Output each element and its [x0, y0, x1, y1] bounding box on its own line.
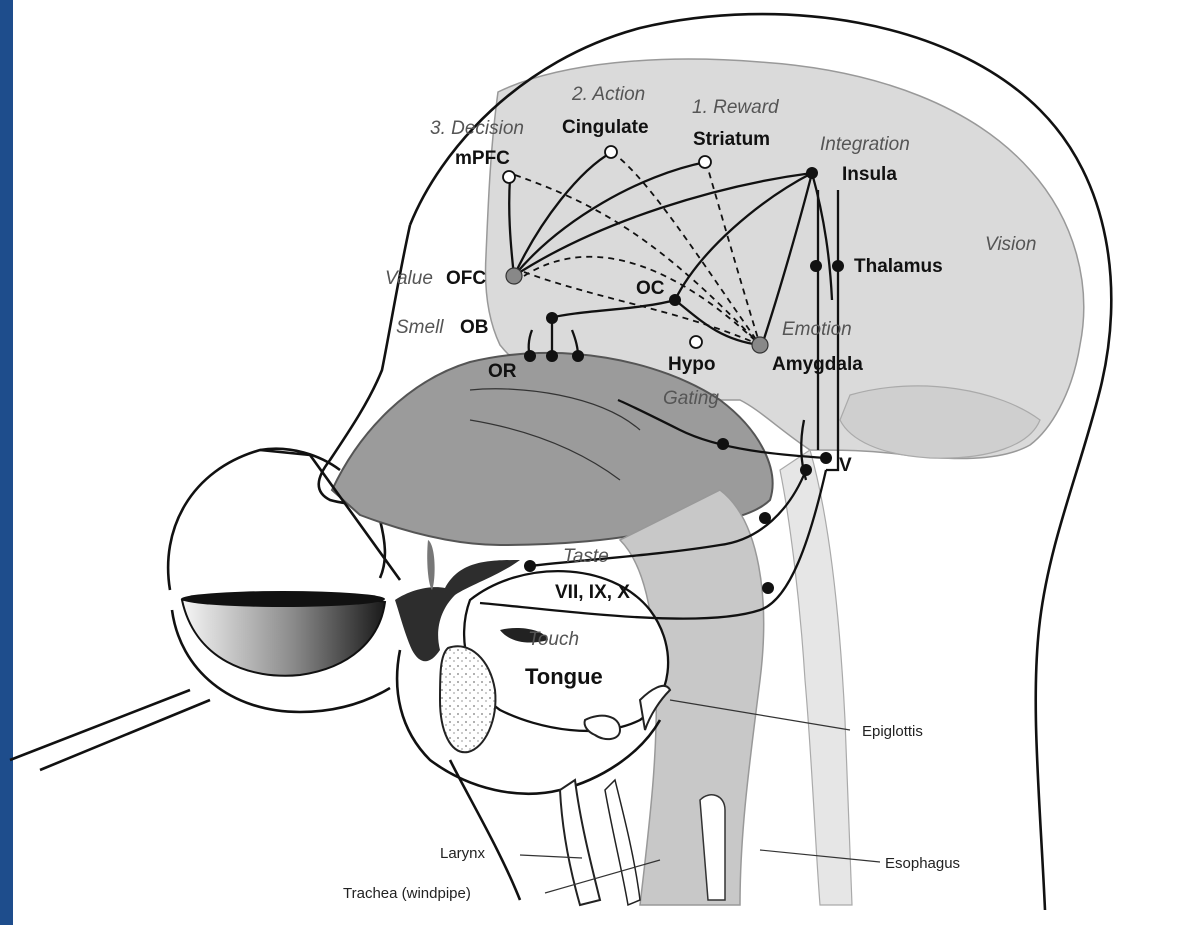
label-ofc: OFC: [446, 268, 486, 289]
neck-front: [450, 760, 520, 900]
label-decision: 3. Decision: [430, 118, 524, 139]
label-reward: 1. Reward: [692, 97, 780, 118]
label-amygdala: Amygdala: [772, 354, 863, 375]
label-striatum: Striatum: [693, 129, 770, 150]
label-cranial-nerves: VII, IX, X: [555, 582, 630, 603]
label-integration: Integration: [820, 134, 910, 155]
label-ob: OB: [460, 317, 489, 338]
label-value: Value: [385, 268, 433, 289]
label-tongue: Tongue: [525, 664, 603, 689]
label-emotion: Emotion: [782, 319, 852, 340]
label-trachea: Trachea (windpipe): [343, 885, 471, 902]
uvula: [427, 540, 434, 590]
label-oc: OC: [636, 278, 665, 299]
trachea-tube: [605, 780, 640, 905]
label-touch: Touch: [528, 629, 579, 650]
label-taste: Taste: [563, 546, 609, 567]
label-insula: Insula: [842, 164, 897, 185]
label-esophagus: Esophagus: [885, 855, 960, 872]
label-larynx: Larynx: [440, 845, 486, 862]
label-hypo: Hypo: [668, 354, 716, 375]
label-cingulate: Cingulate: [562, 117, 649, 138]
label-smell: Smell: [396, 317, 444, 338]
wine-glass-rim: [181, 591, 385, 607]
label-epiglottis: Epiglottis: [862, 723, 923, 740]
spine-band: [780, 450, 852, 905]
wine-glass-stem: [10, 690, 210, 770]
label-mpfc: mPFC: [455, 148, 510, 169]
label-action: 2. Action: [571, 84, 645, 105]
label-v: V: [839, 455, 852, 476]
label-vision: Vision: [985, 234, 1036, 255]
wine-glass-globe: [168, 449, 340, 590]
label-or: OR: [488, 361, 517, 382]
larynx-tube: [560, 780, 600, 905]
label-gating: Gating: [663, 388, 719, 409]
label-thalamus: Thalamus: [854, 256, 943, 277]
hyoid-cartilage: [585, 716, 620, 739]
